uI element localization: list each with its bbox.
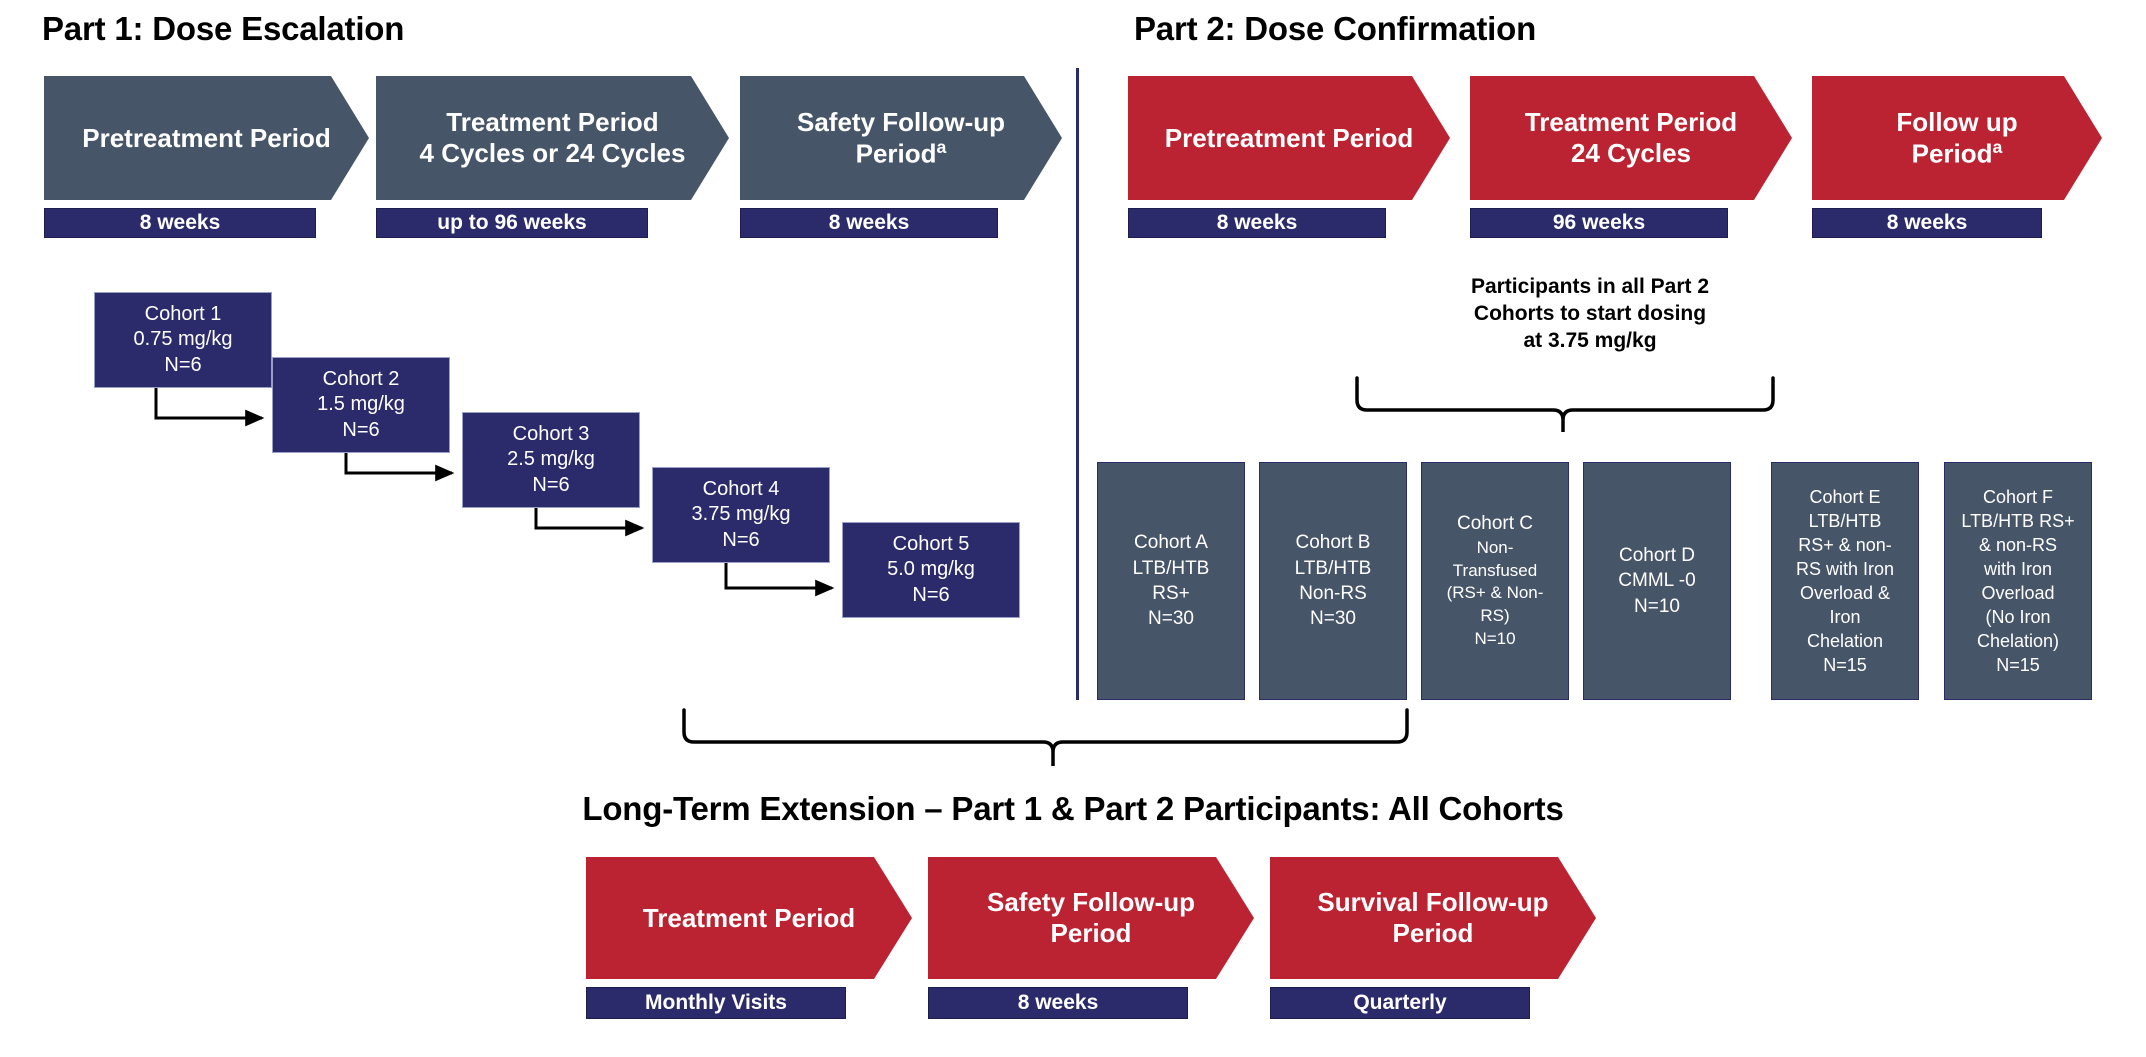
part1-cohort-5: Cohort 5 5.0 mg/kg N=6 <box>842 522 1020 618</box>
part2-phase-followup-label: Follow up Perioda <box>1896 106 2018 169</box>
part1-phase-pretreatment: Pretreatment Period <box>44 76 369 200</box>
part1-duration-pretreatment: 8 weeks <box>44 208 316 238</box>
part2-cohort-a: Cohort A LTB/HTB RS+ N=30 <box>1097 462 1245 700</box>
lte-duration-treatment: Monthly Visits <box>586 987 846 1019</box>
part2-cohort-f: Cohort F LTB/HTB RS+ & non-RS with Iron … <box>1944 462 2092 700</box>
part2-duration-treatment: 96 weeks <box>1470 208 1728 238</box>
lte-phase-treatment: Treatment Period <box>586 857 912 979</box>
connector-cohort1-to-cohort2 <box>154 388 265 427</box>
connector-cohort2-to-cohort3 <box>344 453 455 482</box>
part1-cohort-3: Cohort 3 2.5 mg/kg N=6 <box>462 412 640 508</box>
part1-title: Part 1: Dose Escalation <box>42 10 405 47</box>
lte-phase-treatment-label: Treatment Period <box>642 902 856 933</box>
lte-duration-safety-followup: 8 weeks <box>928 987 1188 1019</box>
part2-phase-followup: Follow up Perioda <box>1812 76 2102 200</box>
part2-duration-followup: 8 weeks <box>1812 208 2042 238</box>
part2-cohort-b: Cohort B LTB/HTB Non-RS N=30 <box>1259 462 1407 700</box>
lte-phase-safety-followup-label: Safety Follow-up Period <box>987 887 1195 948</box>
lte-phase-survival-followup-label: Survival Follow-up Period <box>1317 887 1549 948</box>
part2-cohort-c: Cohort C Non- Transfused (RS+ & Non- RS)… <box>1421 462 1569 700</box>
part1-duration-safety-followup: 8 weeks <box>740 208 998 238</box>
part2-cohort-e: Cohort E LTB/HTB RS+ & non- RS with Iron… <box>1771 462 1919 700</box>
connector-cohort4-to-cohort5 <box>724 563 835 597</box>
lte-title: Long-Term Extension – Part 1 & Part 2 Pa… <box>582 790 1564 827</box>
part1-phase-safety-followup: Safety Follow-up Perioda <box>740 76 1062 200</box>
lte-phase-survival-followup: Survival Follow-up Period <box>1270 857 1596 979</box>
part1-cohort-2: Cohort 2 1.5 mg/kg N=6 <box>272 357 450 453</box>
footnote-marker-a: a <box>936 137 947 158</box>
part2-dosing-note: Participants in all Part 2 Cohorts to st… <box>1470 275 1710 352</box>
part2-cohorts-brace <box>1355 376 1775 432</box>
part2-phase-pretreatment-label: Pretreatment Period <box>1164 122 1414 153</box>
part2-phase-treatment-label: Treatment Period 24 Cycles <box>1524 107 1738 168</box>
part2-duration-pretreatment: 8 weeks <box>1128 208 1386 238</box>
part1-phase-safety-followup-label: Safety Follow-up Perioda <box>797 106 1005 169</box>
part1-duration-treatment: up to 96 weeks <box>376 208 648 238</box>
part2-title: Part 2: Dose Confirmation <box>1134 10 1537 47</box>
part1-cohort-1: Cohort 1 0.75 mg/kg N=6 <box>94 292 272 388</box>
part2-phase-treatment: Treatment Period 24 Cycles <box>1470 76 1792 200</box>
part1-phase-treatment: Treatment Period 4 Cycles or 24 Cycles <box>376 76 729 200</box>
part1-phase-treatment-label: Treatment Period 4 Cycles or 24 Cycles <box>419 107 686 168</box>
part2-phase-pretreatment: Pretreatment Period <box>1128 76 1450 200</box>
lte-duration-survival-followup: Quarterly <box>1270 987 1530 1019</box>
part1-phase-pretreatment-label: Pretreatment Period <box>82 122 331 153</box>
footnote-marker-a: a <box>1992 137 2003 158</box>
long-term-extension-brace <box>682 708 1409 766</box>
connector-cohort3-to-cohort4 <box>534 508 645 537</box>
part2-cohort-d: Cohort D CMML -0 N=10 <box>1583 462 1731 700</box>
part-divider-line <box>1076 68 1079 700</box>
part1-cohort-4: Cohort 4 3.75 mg/kg N=6 <box>652 467 830 563</box>
lte-phase-safety-followup: Safety Follow-up Period <box>928 857 1254 979</box>
